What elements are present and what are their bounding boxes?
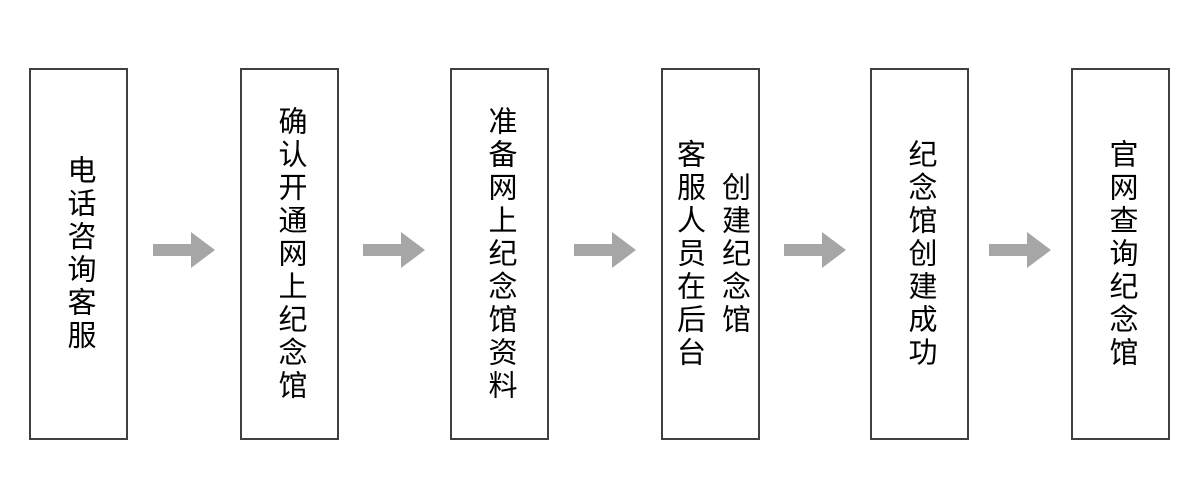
flow-step-box-6: 官网查询纪念馆 [1071, 68, 1170, 440]
flow-step-box-2: 确认开通网上纪念馆 [240, 68, 339, 440]
arrow-right-icon [363, 232, 425, 268]
flow-step-label-1: 电话咨询客服 [62, 155, 95, 353]
arrow-right-icon [989, 232, 1051, 268]
flow-step-box-4: 客服人员在后台 创建纪念馆 [661, 68, 760, 440]
arrow-right-icon [784, 232, 846, 268]
flow-step-label-6: 官网查询纪念馆 [1104, 138, 1137, 370]
arrow-right-icon [153, 232, 215, 268]
flow-step-label-3: 准备网上纪念馆资料 [483, 105, 516, 403]
flow-step-label-4: 客服人员在后台 创建纪念馆 [672, 138, 750, 370]
arrow-right-icon [574, 232, 636, 268]
flow-step-box-5: 纪念馆创建成功 [870, 68, 969, 440]
flow-step-box-1: 电话咨询客服 [29, 68, 128, 440]
flow-step-label-2: 确认开通网上纪念馆 [273, 105, 306, 403]
flow-step-label-5: 纪念馆创建成功 [903, 138, 936, 370]
flow-step-box-3: 准备网上纪念馆资料 [450, 68, 549, 440]
